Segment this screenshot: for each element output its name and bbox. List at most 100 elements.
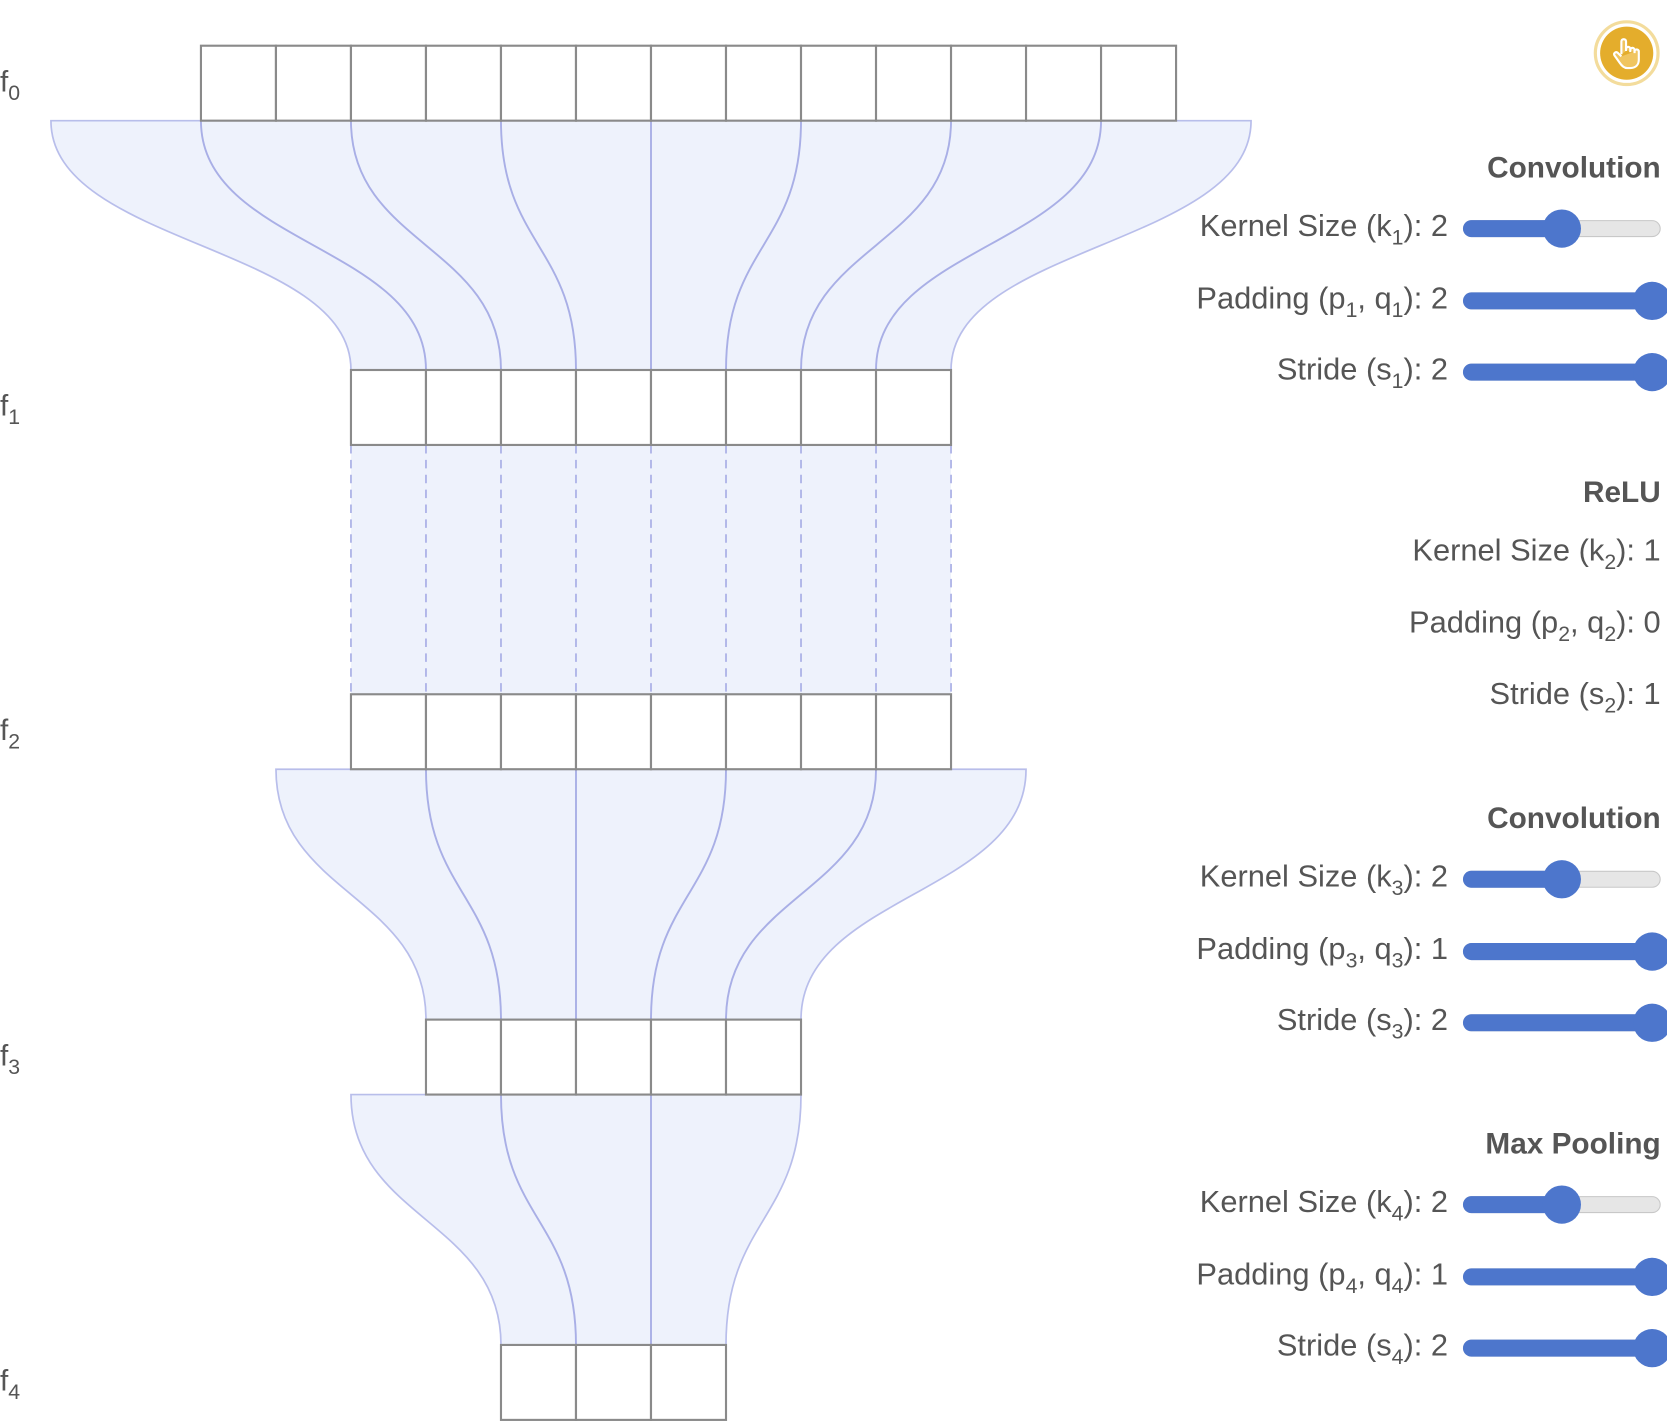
stride-slider[interactable] [1462,1003,1667,1046]
label-text: ): [1403,1184,1431,1219]
layer-label: f4 [0,1364,20,1405]
feature-cell [349,693,428,771]
receptive-field-boundary [199,120,427,370]
label-subscript: 2 [1604,550,1617,574]
slider-knob[interactable] [1633,1257,1667,1297]
feature-cell [649,44,728,122]
receptive-field-boundary [725,769,877,1020]
slider-knob[interactable] [1633,281,1667,321]
kernel-control: Kernel Size (k1): 2 [1200,208,1661,251]
feature-cell [574,368,653,447]
feature-cell [874,693,953,771]
label-subscript: 4 [1391,1274,1404,1298]
kernel-label: Kernel Size (k2): 1 [1412,533,1660,574]
padding-control: Padding (p4, q4): 1 [1196,1257,1667,1300]
receptive-field-diagram [50,44,1252,1421]
feature-cell [724,1018,803,1096]
stride-label: Stride (s1): 2 [1277,352,1448,393]
feature-cell [799,368,878,447]
label-text: ): [1403,208,1431,243]
receptive-field-boundary [500,120,577,370]
slider-knob[interactable] [1633,1329,1667,1368]
receptive-field-boundary [650,769,727,1020]
feature-cell [649,693,728,771]
label-subscript: 4 [1391,1345,1404,1369]
feature-cell [874,44,953,122]
stride-slider[interactable] [1462,1328,1667,1371]
label-text: Padding (p [1409,605,1559,640]
padding-control: Padding (p2, q2): 0 [1409,605,1661,648]
stride-control: Stride (s1): 2 [1277,352,1667,395]
layer-label: f2 [0,713,20,754]
label-text: Stride (s [1276,1328,1392,1363]
receptive-field-region [275,768,1027,1021]
feature-cell [874,368,953,447]
label-text: ): [1403,1328,1431,1363]
slider-knob[interactable] [1542,209,1581,248]
label-text: ): [1403,281,1431,316]
receptive-field-boundary [875,120,1103,370]
padding-value: 1 [1430,931,1449,966]
padding-control: Padding (p3, q3): 1 [1196,931,1667,974]
feature-cell [499,1018,578,1096]
padding-slider[interactable] [1462,281,1667,324]
slider-fill [1462,1339,1663,1357]
padding-label: Padding (p2, q2): 0 [1409,605,1661,646]
feature-cell [724,44,803,122]
label-text: , q [1357,281,1392,316]
feature-cell [499,44,578,122]
padding-label: Padding (p1, q1): 2 [1196,281,1448,322]
feature-cell [499,368,578,447]
slider-knob[interactable] [1542,860,1581,899]
label-text: ): [1403,1257,1431,1292]
label-subscript: 1 [1391,369,1404,393]
label-subscript: 1 [1391,298,1404,322]
pointer-hand-icon [1600,26,1654,80]
feature-cell [424,44,503,122]
interactive-mode-button[interactable] [1593,20,1660,87]
label-subscript: 2 [1604,693,1617,718]
feature-cell [649,1018,728,1096]
label-text: , q [1357,931,1392,966]
stride-slider[interactable] [1462,352,1667,395]
feature-cell [424,368,503,447]
feature-cell [574,1018,653,1096]
layer-index: 2 [8,730,21,754]
label-subscript: 4 [1345,1274,1358,1298]
padding-label: Padding (p4, q4): 1 [1196,1257,1448,1298]
operation-title: Convolution [1487,150,1661,184]
receptive-field-boundary [425,769,502,1020]
slider-knob[interactable] [1633,1003,1667,1042]
padding-label: Padding (p3, q3): 1 [1196,932,1448,973]
feature-cell [424,693,503,771]
kernel-slider[interactable] [1462,1184,1661,1227]
feature-cell [949,44,1028,122]
label-subscript: 2 [1558,622,1571,646]
kernel-control: Kernel Size (k4): 2 [1200,1184,1661,1227]
padding-slider[interactable] [1462,931,1667,974]
label-text: Padding (p [1196,931,1346,966]
padding-slider[interactable] [1462,1257,1667,1300]
slider-knob[interactable] [1542,1185,1581,1224]
padding-control: Padding (p1, q1): 2 [1196,281,1667,324]
label-subscript: 4 [1391,1201,1404,1226]
padding-value: 2 [1430,281,1449,316]
layer-index: 0 [8,81,21,106]
kernel-slider[interactable] [1462,208,1661,251]
feature-cell [649,368,728,447]
feature-cell [574,44,653,122]
slider-knob[interactable] [1633,352,1667,392]
kernel-slider[interactable] [1462,859,1661,902]
feature-cell [799,44,878,122]
layer-name: f [0,713,9,747]
stride-control: Stride (s4): 2 [1276,1328,1667,1371]
slider-knob[interactable] [1633,932,1667,971]
label-text: Padding (p [1196,1257,1346,1292]
label-subscript: 3 [1391,876,1404,900]
feature-cell [424,1018,503,1096]
layer-index: 1 [8,406,21,430]
layer-name: f [0,1038,9,1072]
label-text: ): [1616,676,1644,711]
feature-cell [1099,44,1178,122]
